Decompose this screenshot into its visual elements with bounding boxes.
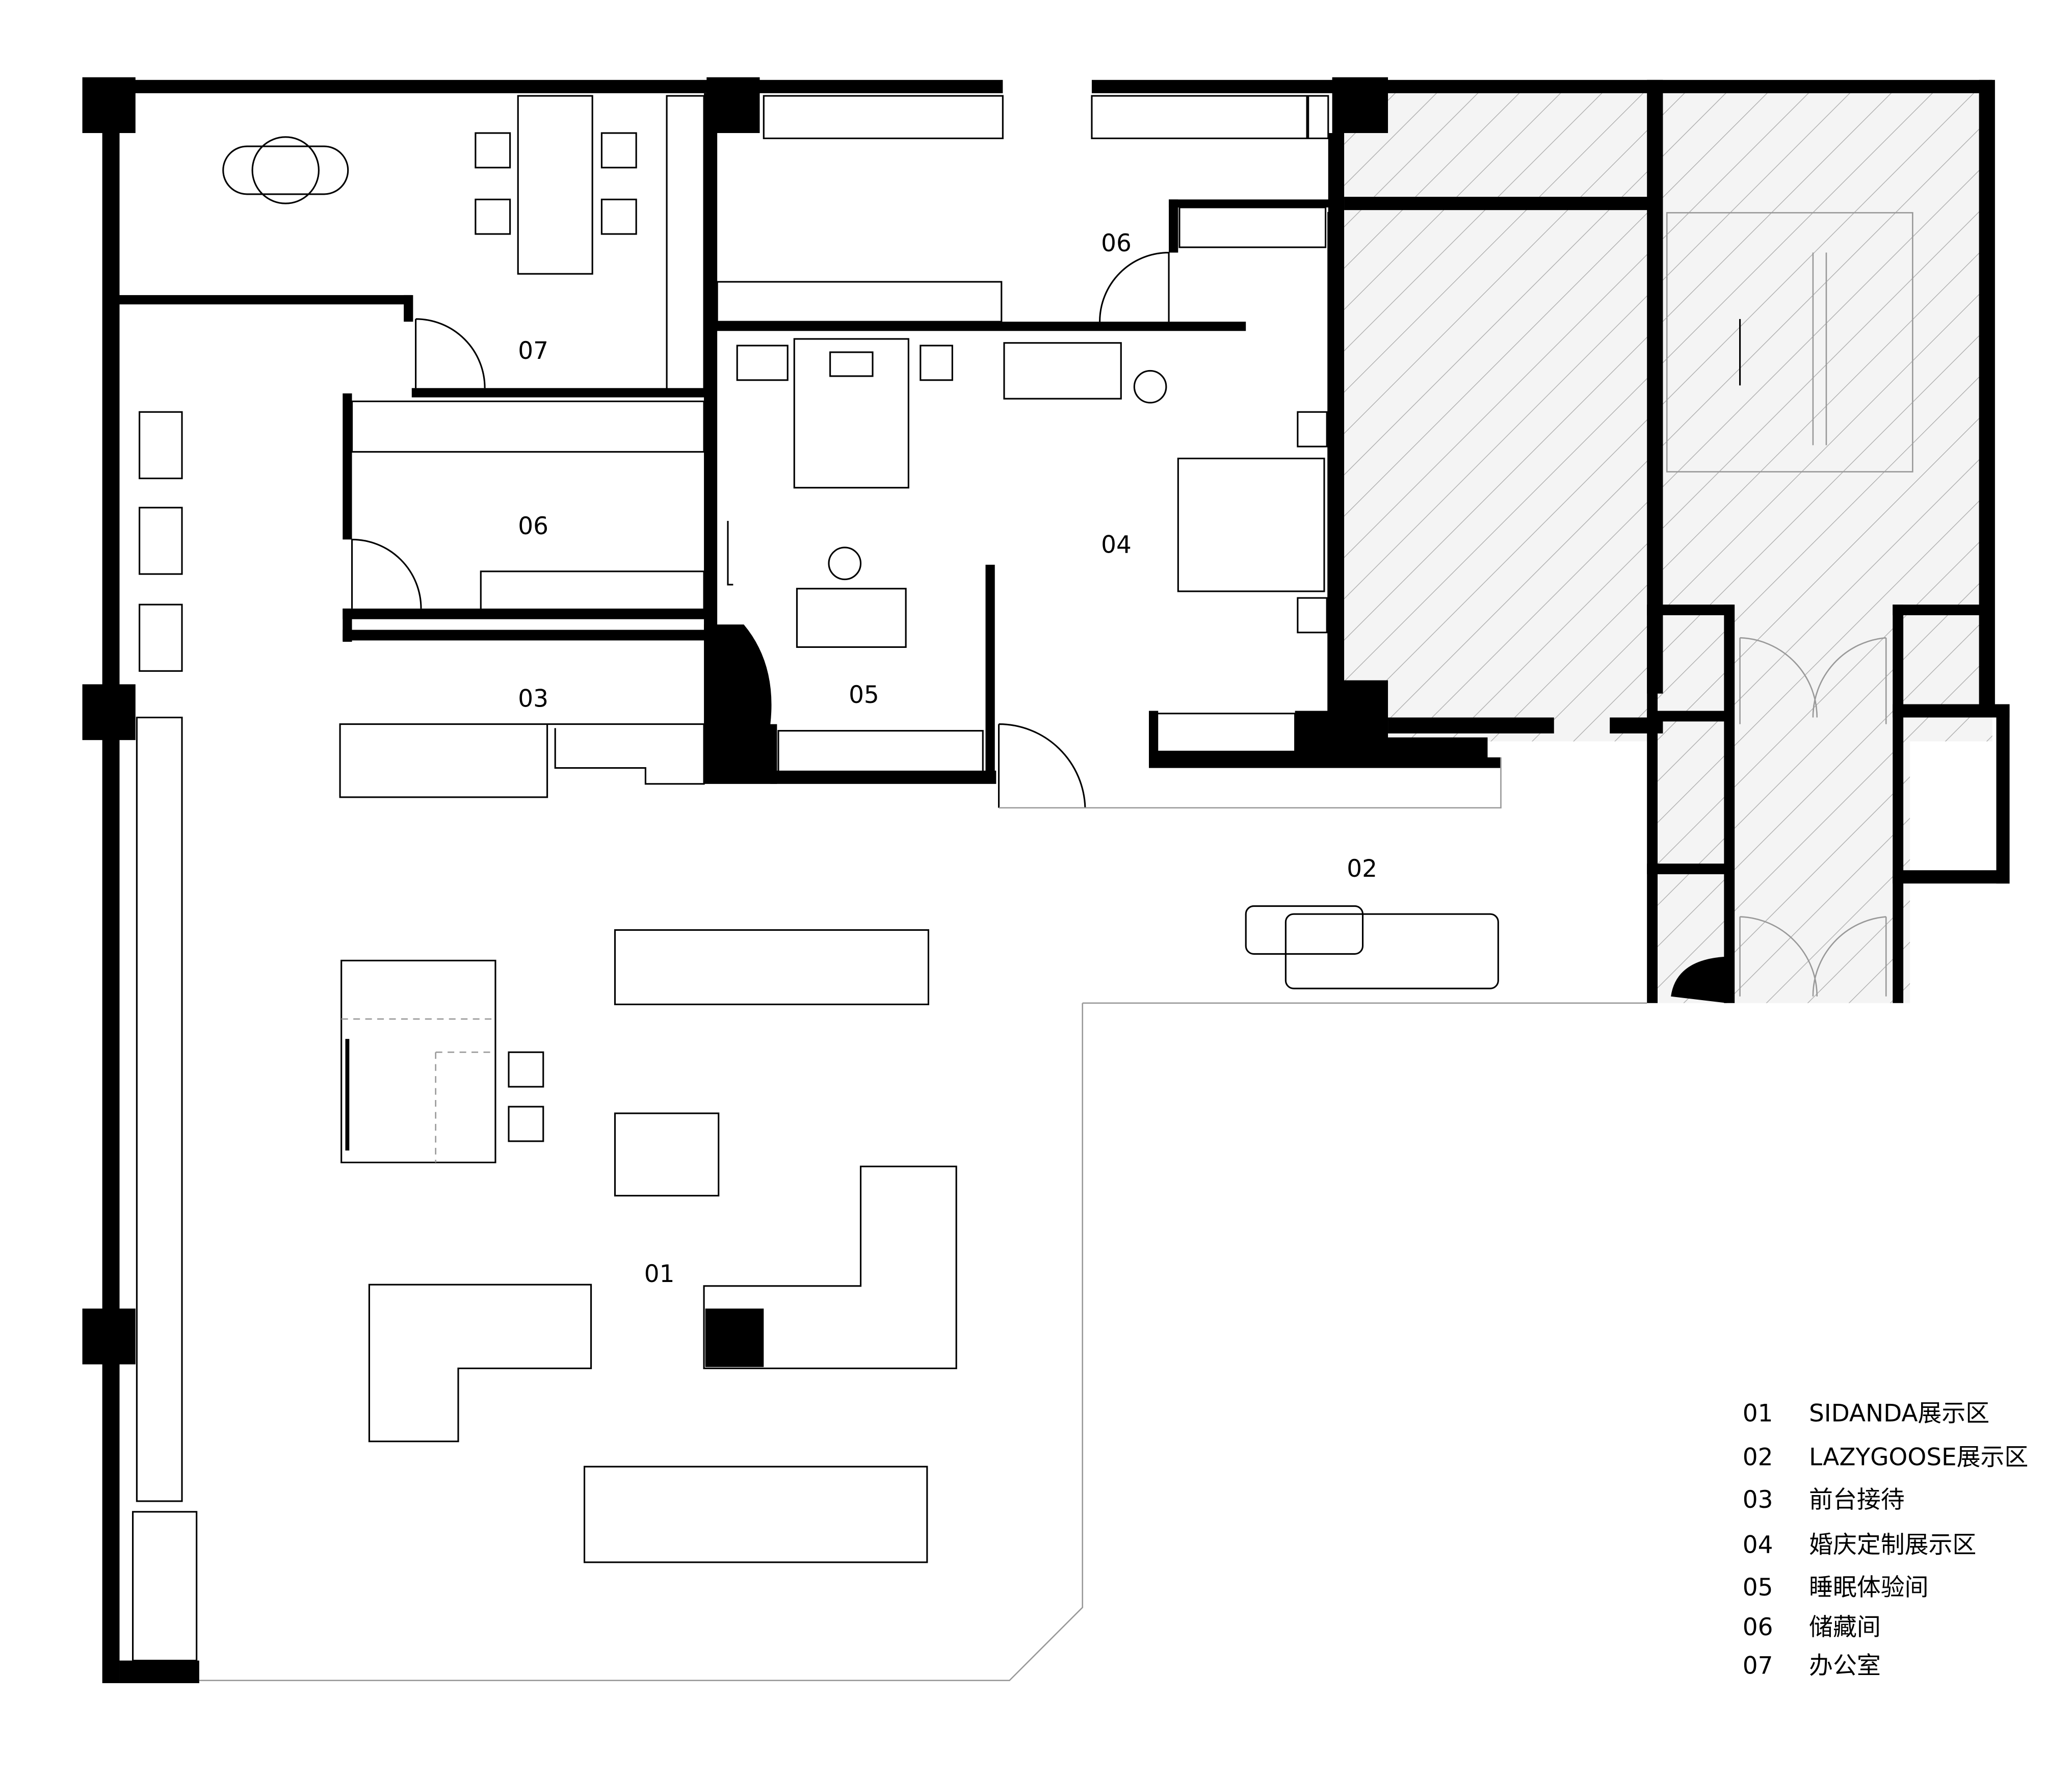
- room-label-06-corridor: 06: [1101, 229, 1132, 257]
- legend-name: 办公室: [1809, 1652, 1881, 1680]
- legend-num: 04: [1743, 1531, 1773, 1559]
- room-label-04: 04: [1101, 531, 1132, 559]
- legend-name: LAZYGOOSE展示区: [1809, 1444, 2028, 1472]
- legend-num: 02: [1743, 1444, 1773, 1472]
- legend-name: 婚庆定制展示区: [1809, 1531, 1976, 1559]
- legend: 01 SIDANDA展示区 02 LAZYGOOSE展示区 03 前台接待 04…: [1743, 1400, 2029, 1680]
- room-label-01: 01: [644, 1260, 675, 1288]
- cabinets: [351, 95, 1334, 774]
- room-label-06-storage: 06: [518, 512, 548, 540]
- bedroom-furniture: [727, 338, 1328, 648]
- legend-name: SIDANDA展示区: [1809, 1400, 1989, 1428]
- legend-num: 06: [1743, 1613, 1773, 1641]
- room-label-03: 03: [518, 685, 548, 713]
- showroom-furniture: [132, 411, 1499, 1662]
- legend-num: 07: [1743, 1652, 1773, 1680]
- staircase: [1666, 212, 1913, 473]
- legend-num: 05: [1743, 1574, 1773, 1602]
- legend-name: 睡眠体验间: [1809, 1574, 1928, 1602]
- legend-name: 前台接待: [1809, 1486, 1905, 1514]
- floor-boundary: [199, 757, 1647, 1682]
- room-label-07: 07: [518, 337, 548, 365]
- room-label-02: 02: [1347, 855, 1377, 883]
- room-label-05: 05: [849, 681, 879, 709]
- legend-name: 储藏间: [1809, 1613, 1881, 1641]
- office-furniture: [222, 95, 637, 275]
- legend-num: 03: [1743, 1486, 1773, 1514]
- legend-num: 01: [1743, 1400, 1773, 1428]
- service-core-hatched: [1344, 90, 1992, 1003]
- doors: [351, 251, 1887, 997]
